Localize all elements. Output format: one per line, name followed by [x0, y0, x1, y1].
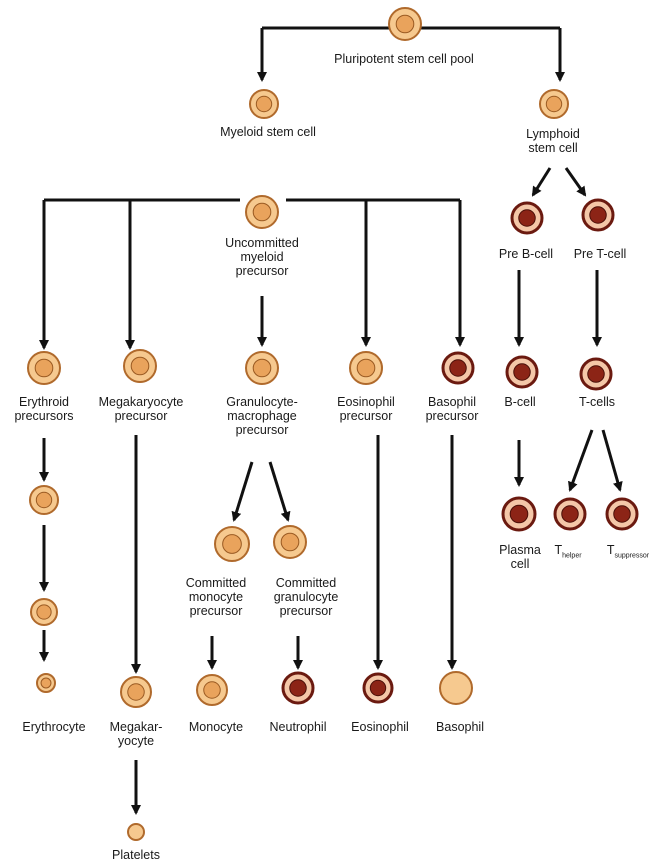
t-helper-letter: T — [554, 543, 563, 557]
basophil-cell — [439, 671, 473, 705]
label-lymphoid-stem-cell: Lymphoid stem cell — [526, 127, 580, 155]
eosinophil-precursor-cell — [349, 351, 383, 385]
t-cell — [579, 357, 613, 391]
arrow-to-t-helper — [568, 429, 594, 492]
label-pre-t-cell: Pre T-cell — [573, 247, 627, 261]
label-t-cells: T-cells — [578, 395, 616, 409]
label-monocyte: Monocyte — [188, 720, 244, 734]
committed-granulocyte-precursor-cell — [273, 525, 307, 559]
label-pre-b-cell: Pre B-cell — [498, 247, 554, 261]
basophil-precursor-cell — [441, 351, 475, 385]
label-t-suppressor: Tsuppressor — [607, 543, 649, 564]
myeloid-stem-cell — [249, 89, 279, 119]
monocyte-cell — [196, 674, 228, 706]
t-suppressor-subscript: suppressor — [614, 552, 650, 560]
label-erythrocyte: Erythrocyte — [22, 720, 86, 734]
erythrocyte-cell — [36, 673, 56, 693]
label-erythroid-precursors: Erythroid precursors — [14, 395, 74, 423]
label-megakaryocyte-precursor: Megakaryocyte precursor — [98, 395, 184, 423]
arrow-to-committed-monocyte — [231, 461, 254, 522]
label-pluripotent: Pluripotent stem cell pool — [334, 52, 474, 66]
label-plasma-cell: Plasma cell — [499, 543, 541, 571]
label-basophil-precursor: Basophil precursor — [425, 395, 479, 423]
label-t-helper: Thelper — [554, 543, 581, 564]
arrow-to-pre-t-cell — [564, 167, 587, 197]
arrow-to-pre-b-cell — [531, 167, 552, 197]
b-cell — [505, 355, 539, 389]
lymphoid-stem-cell — [539, 89, 569, 119]
label-basophil: Basophil — [436, 720, 484, 734]
uncommitted-myeloid-precursor-cell — [245, 195, 279, 229]
committed-monocyte-precursor-cell — [214, 526, 250, 562]
label-platelets: Platelets — [112, 848, 160, 862]
label-committed-granulocyte-precursor: Committed granulocyte precursor — [273, 576, 339, 618]
label-neutrophil: Neutrophil — [269, 720, 327, 734]
t-suppressor-cell — [605, 497, 639, 531]
plasma-cell — [501, 496, 537, 532]
t-suppressor-letter: T — [606, 543, 615, 557]
label-myeloid-stem-cell: Myeloid stem cell — [220, 125, 316, 139]
t-helper-cell — [553, 497, 587, 531]
megakaryocyte-precursor-cell — [123, 349, 157, 383]
pre-b-cell — [510, 201, 544, 235]
label-megakaryocyte: Megakar- yocyte — [109, 720, 163, 748]
granulocyte-macrophage-precursor-cell — [245, 351, 279, 385]
erythroid-stage-2-cell — [29, 485, 59, 515]
neutrophil-cell — [281, 671, 315, 705]
erythroid-precursor-cell — [27, 351, 61, 385]
eosinophil-cell — [362, 672, 394, 704]
label-b-cell: B-cell — [504, 395, 536, 409]
arrow-to-t-suppressor — [601, 429, 623, 492]
label-eosinophil-precursor: Eosinophil precursor — [337, 395, 395, 423]
erythroid-stage-3-cell — [30, 598, 58, 626]
label-uncommitted-myeloid-precursor: Uncommitted myeloid precursor — [225, 236, 299, 278]
t-helper-subscript: helper — [562, 552, 582, 560]
megakaryocyte-cell — [120, 676, 152, 708]
platelet-cell — [127, 823, 145, 841]
label-eosinophil: Eosinophil — [351, 720, 409, 734]
label-granulocyte-macrophage-precursor: Granulocyte- macrophage precursor — [226, 395, 298, 437]
label-committed-monocyte-precursor: Committed monocyte precursor — [185, 576, 247, 618]
pluripotent-stem-cell — [388, 7, 422, 41]
pre-t-cell — [581, 198, 615, 232]
arrow-to-committed-granulocyte — [268, 461, 291, 522]
